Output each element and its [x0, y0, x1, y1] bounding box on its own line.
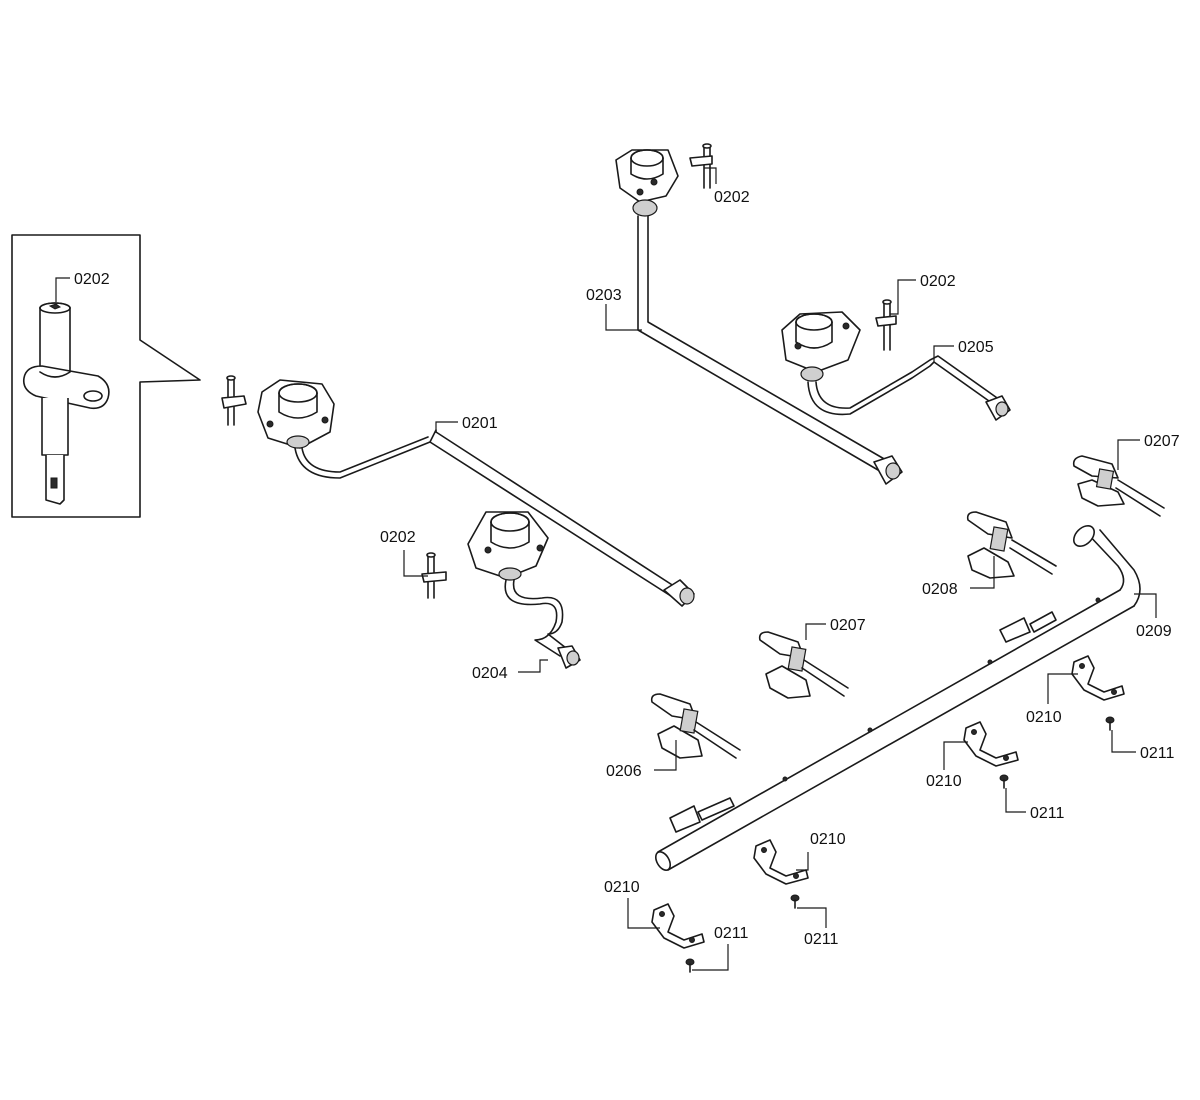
callout-0206: 0206: [606, 763, 642, 780]
callout-0203: 0203: [586, 287, 622, 304]
callout-0202-top: 0202: [714, 189, 750, 206]
callout-0205: 0205: [958, 339, 994, 356]
injector-0208: [966, 511, 1057, 579]
injector-0206: [650, 693, 741, 759]
gas-manifold-0209: [654, 525, 1141, 871]
bracket-0210-left: [651, 903, 705, 949]
callout-0210-mid: 0210: [810, 831, 846, 848]
burner-valve-0204: [421, 511, 581, 669]
callout-0211-right: 0211: [1140, 745, 1175, 762]
bracket-0210-right: [1071, 655, 1125, 701]
screw-0211-b: [999, 774, 1009, 789]
callout-0207-lower: 0207: [830, 617, 866, 634]
bracket-0210-mid-right: [963, 721, 1019, 767]
callout-0207-upper: 0207: [1144, 433, 1180, 450]
burner-valve-0205: [781, 299, 1011, 421]
inset-detail: [11, 234, 201, 518]
screw-0211-d: [685, 958, 695, 973]
callout-0211-mid: 0211: [804, 931, 839, 948]
callout-0210-right: 0210: [1026, 709, 1062, 726]
callout-0211-mid-right: 0211: [1030, 805, 1065, 822]
callout-0201: 0201: [462, 415, 498, 432]
callout-0208: 0208: [922, 581, 958, 598]
callout-0209: 0209: [1136, 623, 1172, 640]
leader-lines: [55, 167, 1157, 971]
callout-0202-inset: 0202: [74, 271, 110, 288]
screw-0211-c: [790, 894, 800, 909]
injector-0207-lower: [758, 631, 849, 699]
callout-0202-left: 0202: [380, 529, 416, 546]
callout-0210-mid-right: 0210: [926, 773, 962, 790]
callout-0204: 0204: [472, 665, 508, 682]
callout-labels: 0202 0202 0202 0202 0201 0203 0205 0204 …: [74, 189, 1180, 948]
callout-0211-left: 0211: [714, 925, 749, 942]
burner-valve-0203: [615, 143, 903, 485]
callout-0202-right: 0202: [920, 273, 956, 290]
injector-0207-upper: [1072, 455, 1165, 517]
screw-0211-a: [1105, 716, 1115, 731]
bracket-0210-mid: [753, 839, 809, 885]
callout-0210-left: 0210: [604, 879, 640, 896]
burner-valve-0201: [221, 375, 695, 607]
